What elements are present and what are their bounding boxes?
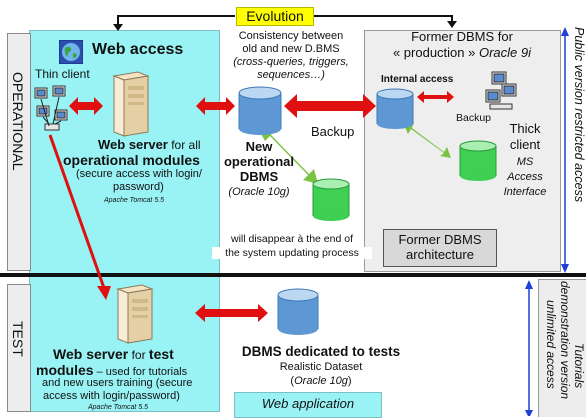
arrow-client-server [69, 97, 103, 115]
web-server-test-line3: and new users training (secure [42, 377, 193, 389]
disappear-line2: the system updating process [212, 247, 372, 260]
thick-client-line2: client [509, 137, 541, 152]
web-server-ops-line1: Web server for all [98, 137, 201, 152]
test-server-tower-icon [116, 284, 154, 344]
web-server-ops-line4: password) [113, 181, 164, 193]
arrow-server-newdbms [196, 97, 235, 115]
former-backup-database-icon [459, 140, 497, 181]
right-panel-test [538, 279, 586, 417]
ms-access-line3: Interface [503, 186, 547, 198]
tutorials-label-2: demonstration version [558, 281, 572, 400]
new-dbms-line1: New [245, 139, 273, 154]
web-server-test-tomcat: Apache Tomcat 5.5 [88, 404, 149, 411]
former-title-line1: Former DBMS for [411, 29, 513, 44]
globe-icon [59, 40, 83, 64]
ms-access-line1: MS [516, 156, 534, 168]
former-architecture-box: Former DBMS architecture [383, 229, 497, 267]
web-access-title: Web access [92, 41, 184, 58]
computer-network-icon [34, 85, 68, 131]
backup-former-label: Backup [456, 112, 492, 124]
former-title-line2: « production » Oracle 9i [392, 45, 532, 60]
web-server-ops-tomcat: Apache Tomcat 5.5 [104, 197, 165, 204]
former-database-icon [376, 88, 414, 129]
thick-client-line1: Thick [509, 121, 541, 136]
dbms-tests-line3: (Oracle 10g) [290, 375, 352, 387]
computer-icon [485, 71, 517, 110]
tutorials-label-1: Tutorials [572, 343, 586, 389]
arrow-backup-former [404, 122, 451, 158]
new-dbms-line2: operational [223, 154, 295, 169]
backup-database-icon [312, 178, 350, 221]
test-database-icon [277, 288, 319, 335]
evolution-label: Evolution [236, 7, 314, 26]
web-application-box: Web application [234, 392, 382, 418]
new-dbms-line4: (Oracle 10g) [228, 186, 290, 198]
consistency-line2: old and new D.BMS [242, 43, 340, 55]
arrow-internal-access [417, 91, 454, 103]
operational-label: OPERATIONAL [10, 72, 26, 171]
web-server-test-line4: access with login/password) [43, 390, 180, 402]
former-architecture-line1: Former DBMS [398, 232, 482, 247]
dbms-tests-title: DBMS dedicated to tests [241, 344, 401, 359]
web-server-test-line2: modules – used for tutorials [36, 362, 188, 378]
consistency-line4: sequences…) [257, 69, 325, 81]
web-server-ops-line3: (secure access with login/ [76, 168, 202, 180]
former-architecture-line2: architecture [406, 247, 474, 262]
tutorials-label-3: unlimited access [544, 300, 558, 389]
consistency-line3: (cross-queries, triggers, [233, 56, 349, 68]
dbms-tests-line2: Realistic Dataset [279, 361, 363, 373]
test-label: TEST [10, 321, 26, 357]
arrow-backup-main [260, 128, 318, 184]
operational-tab [7, 33, 31, 271]
public-version-label: Public version restricted access [572, 27, 586, 203]
arrow-server-testdbms [195, 304, 268, 322]
disappear-line1: will disappear à the end of [231, 233, 353, 245]
internal-access-label: Internal access [381, 74, 454, 85]
consistency-line1: Consistency between [238, 30, 344, 42]
web-server-ops-line2: operational modules [63, 152, 200, 168]
backup-label: Backup [311, 124, 355, 139]
database-cylinder-icon [238, 86, 282, 135]
test-tab [7, 284, 31, 412]
web-server-test-line1: Web server for test [53, 346, 174, 362]
ms-access-line2: Access [507, 171, 543, 183]
server-tower-icon [112, 71, 150, 137]
arrow-newdbms-former [284, 94, 376, 118]
thin-client-label: Thin client [35, 67, 90, 81]
new-dbms-line3: DBMS [239, 169, 279, 184]
